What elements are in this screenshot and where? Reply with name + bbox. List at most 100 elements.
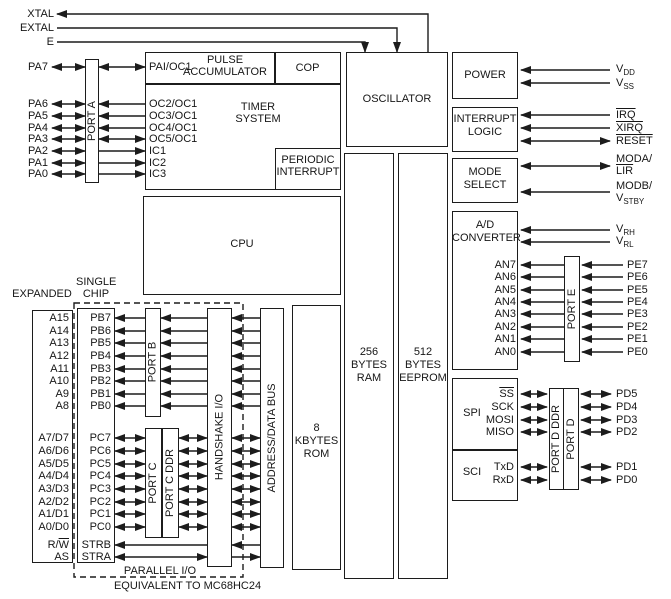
extal-pin-label: EXTAL <box>19 22 54 34</box>
mode-select-label: SELECT <box>463 179 507 191</box>
pin-label-vrl: VRL <box>616 235 634 250</box>
pin-label-pe1: PE1 <box>627 333 648 345</box>
pin-label-pe0: PE0 <box>627 346 648 358</box>
pin-label-pa0: PA0 <box>28 168 48 180</box>
pin-label-a9: A9 <box>55 388 69 400</box>
channel-label-an6: AN6 <box>494 271 516 283</box>
pin-label-pb7: PB7 <box>90 312 111 324</box>
pin-label-pa3: PA3 <box>28 133 48 145</box>
xtal-line <box>56 10 429 52</box>
cpu-label: CPU <box>230 238 254 250</box>
pin-label-pb2: PB2 <box>90 375 111 387</box>
pin-label-a2d2: A2/D2 <box>38 496 69 508</box>
adc-box <box>452 211 518 370</box>
port-e-box <box>564 256 580 362</box>
extal-line <box>57 27 401 53</box>
sci-label: SCI <box>462 466 482 478</box>
cop-label: COP <box>295 62 320 74</box>
single-chip-mode-label: CHIP <box>82 288 110 300</box>
pin-label-pb3: PB3 <box>90 363 111 375</box>
pin-label-pa1: PA1 <box>28 157 48 169</box>
pin-label-pa2: PA2 <box>28 145 48 157</box>
expanded-pins-box <box>32 310 73 563</box>
interrupt-logic-box <box>452 107 518 152</box>
port-a-label: PORT A <box>86 101 98 141</box>
channel-label-an5: AN5 <box>494 284 516 296</box>
pin-label-moda: MODA/ <box>616 153 653 165</box>
pin-label-modb: MODB/ <box>616 180 653 192</box>
pin-label-pd1: PD1 <box>616 461 638 473</box>
pin-label-pb1: PB1 <box>90 388 111 400</box>
spi-sci-box <box>452 378 518 501</box>
pin-label-a11: A11 <box>50 363 69 375</box>
interrupt-logic-label: LOGIC <box>467 126 503 138</box>
signal-label-miso: MISO <box>485 426 514 438</box>
e-pin-label: E <box>46 36 54 48</box>
pin-label-a7d7: A7/D7 <box>38 432 69 444</box>
pin-label-a4d4: A4/D4 <box>38 470 69 482</box>
pin-label-pe5: PE5 <box>627 284 648 296</box>
port-c-ddr-label: PORT C DDR <box>164 448 176 518</box>
pin-label-pb0: PB0 <box>90 400 111 412</box>
timer-divider <box>145 83 341 85</box>
adc-label: A/D <box>475 219 495 231</box>
signal-label-mosi: MOSI <box>485 414 514 426</box>
timer-pin-ic3: IC3 <box>149 168 167 180</box>
handshake-io-label: HANDSHAKE I/O <box>213 393 226 481</box>
timer-pin-pai: PAI/OC1 <box>149 61 192 73</box>
pin-label-pc1: PC1 <box>89 508 111 520</box>
oscillator-label: OSCILLATOR <box>362 93 432 105</box>
port-a-box <box>85 59 99 183</box>
mode-select-box <box>452 158 518 203</box>
channel-label-an7: AN7 <box>494 259 516 271</box>
pin-label-pd4: PD4 <box>616 401 638 413</box>
pin-label-vdd: VDD <box>616 63 635 78</box>
signal-label-sck: SCK <box>491 401 514 413</box>
pulse-accumulator-label: ACCUMULATOR <box>183 66 267 78</box>
channel-label-an0: AN0 <box>494 346 516 358</box>
timer-pin-oc2: OC2/OC1 <box>149 98 198 110</box>
pin-label-a0d0: A0/D0 <box>38 521 69 533</box>
eeprom-box <box>398 153 448 579</box>
pin-label-strb: STRB <box>81 539 111 551</box>
pin-label-pe4: PE4 <box>627 296 648 308</box>
pin-label-rw: R/W <box>47 539 69 551</box>
pin-label-irq: IRQ <box>616 109 636 121</box>
periodic-interrupt-label: PERIODIC <box>281 154 335 166</box>
pin-label-reset: RESET <box>616 135 653 147</box>
pin-label-pd2: PD2 <box>616 426 638 438</box>
pin-label-vstby: VSTBY <box>616 192 645 207</box>
pin-label-pe6: PE6 <box>627 271 648 283</box>
timer-pin-oc4: OC4/OC1 <box>149 122 198 134</box>
pin-label-pc4: PC4 <box>89 470 111 482</box>
pin-label-pc5: PC5 <box>89 458 111 470</box>
pin-label-pa7: PA7 <box>28 61 48 73</box>
single-chip-mode-label: SINGLE <box>76 276 117 288</box>
pin-label-as: AS <box>54 551 69 563</box>
pulse-accumulator-label: PULSE <box>206 54 244 66</box>
pin-label-pb4: PB4 <box>90 350 111 362</box>
pin-label-a8: A8 <box>55 400 69 412</box>
pin-label-a12: A12 <box>49 350 69 362</box>
cpu-box <box>143 196 341 295</box>
xtal-pin-label: XTAL <box>27 8 54 20</box>
periodic-interrupt-box <box>275 148 341 190</box>
e-line <box>57 41 369 53</box>
ram-label: RAM <box>356 372 382 384</box>
cop-divider <box>274 52 276 84</box>
pin-label-pe3: PE3 <box>627 308 648 320</box>
pin-label-pc6: PC6 <box>89 445 111 457</box>
port-c-ddr-box <box>162 428 179 538</box>
channel-label-an4: AN4 <box>494 296 516 308</box>
pin-label-pa4: PA4 <box>28 122 48 134</box>
pin-label-a6d6: A6/D6 <box>38 445 69 457</box>
ram-label: BYTES <box>350 359 388 371</box>
rom-label: KBYTES <box>294 435 339 447</box>
pin-label-pd0: PD0 <box>616 474 638 486</box>
pin-label-lir: LIR <box>616 165 634 177</box>
rom-label: ROM <box>303 448 330 460</box>
eeprom-label: EEPROM <box>399 372 447 384</box>
signal-label-ss: SS <box>499 388 514 400</box>
